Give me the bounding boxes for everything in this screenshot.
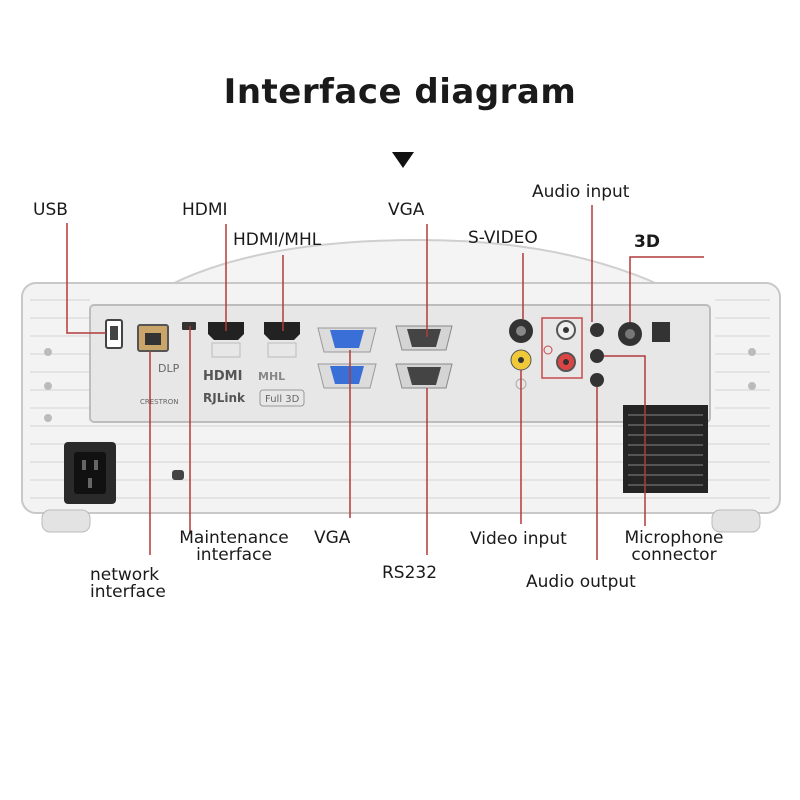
kensington-lock — [172, 470, 184, 480]
rs232-port — [407, 367, 441, 385]
vga-in-port-2 — [330, 366, 364, 384]
screw — [44, 414, 52, 422]
diagram-title: Interface diagram — [223, 72, 577, 112]
label-usb: USB — [33, 200, 68, 220]
down-arrow-icon — [392, 152, 414, 168]
leader-3d — [629, 256, 704, 322]
leader-usb — [66, 223, 106, 334]
audio-in-rca-box — [541, 317, 583, 379]
mic-jack — [590, 349, 604, 363]
label-hdmi-mhl: HDMI/MHL — [233, 230, 322, 250]
label-microphone-line1: Microphone — [624, 528, 724, 548]
vga-out-port — [407, 329, 441, 347]
audio-in-jack — [590, 323, 604, 337]
label-network-line2: interface — [90, 582, 166, 602]
label-audio-input: Audio input — [532, 182, 630, 202]
label-audio-output: Audio output — [526, 572, 636, 592]
panel-mhl-logo: MHL — [258, 370, 285, 383]
panel-dlp-logo: DLP — [158, 362, 180, 375]
panel-rjlink-logo: RJLink — [203, 391, 246, 405]
screw — [44, 348, 52, 356]
projector-top-bump — [169, 238, 661, 286]
label-hdmi: HDMI — [182, 200, 228, 220]
audio-out-jack — [590, 373, 604, 387]
leader-microphone — [604, 355, 646, 526]
foot-right — [711, 509, 761, 533]
panel-full3d-logo: Full 3D — [265, 394, 300, 405]
screw — [748, 348, 756, 356]
panel-hdmi-logo: HDMI — [203, 369, 242, 384]
mini-usb-port — [182, 322, 196, 330]
label-maintenance-line2: interface — [196, 545, 272, 565]
label-network-line1: network — [90, 565, 160, 585]
label-rs232: RS232 — [382, 563, 438, 583]
label-s-video: S-VIDEO — [468, 228, 538, 248]
panel-crestron-logo: CRESTRON — [140, 398, 179, 406]
label-3d: 3D — [634, 232, 660, 252]
label-microphone-line2: connector — [631, 545, 717, 565]
label-maintenance-line1: Maintenance — [179, 528, 289, 548]
label-maintenance: Maintenance interface — [171, 530, 297, 564]
screw — [44, 382, 52, 390]
vent-grille — [623, 405, 708, 493]
label-video-input: Video input — [470, 529, 567, 549]
label-vga-top: VGA — [388, 200, 425, 220]
label-network: network interface — [90, 567, 166, 601]
vga-in-port-1 — [330, 330, 364, 348]
leader-lines — [66, 205, 704, 560]
dc-out-port — [652, 322, 670, 342]
screw — [748, 382, 756, 390]
foot-left — [41, 509, 91, 533]
hdmi-mhl-port — [264, 322, 300, 340]
label-vga-bottom: VGA — [314, 528, 351, 548]
label-microphone: Microphone connector — [611, 530, 737, 564]
